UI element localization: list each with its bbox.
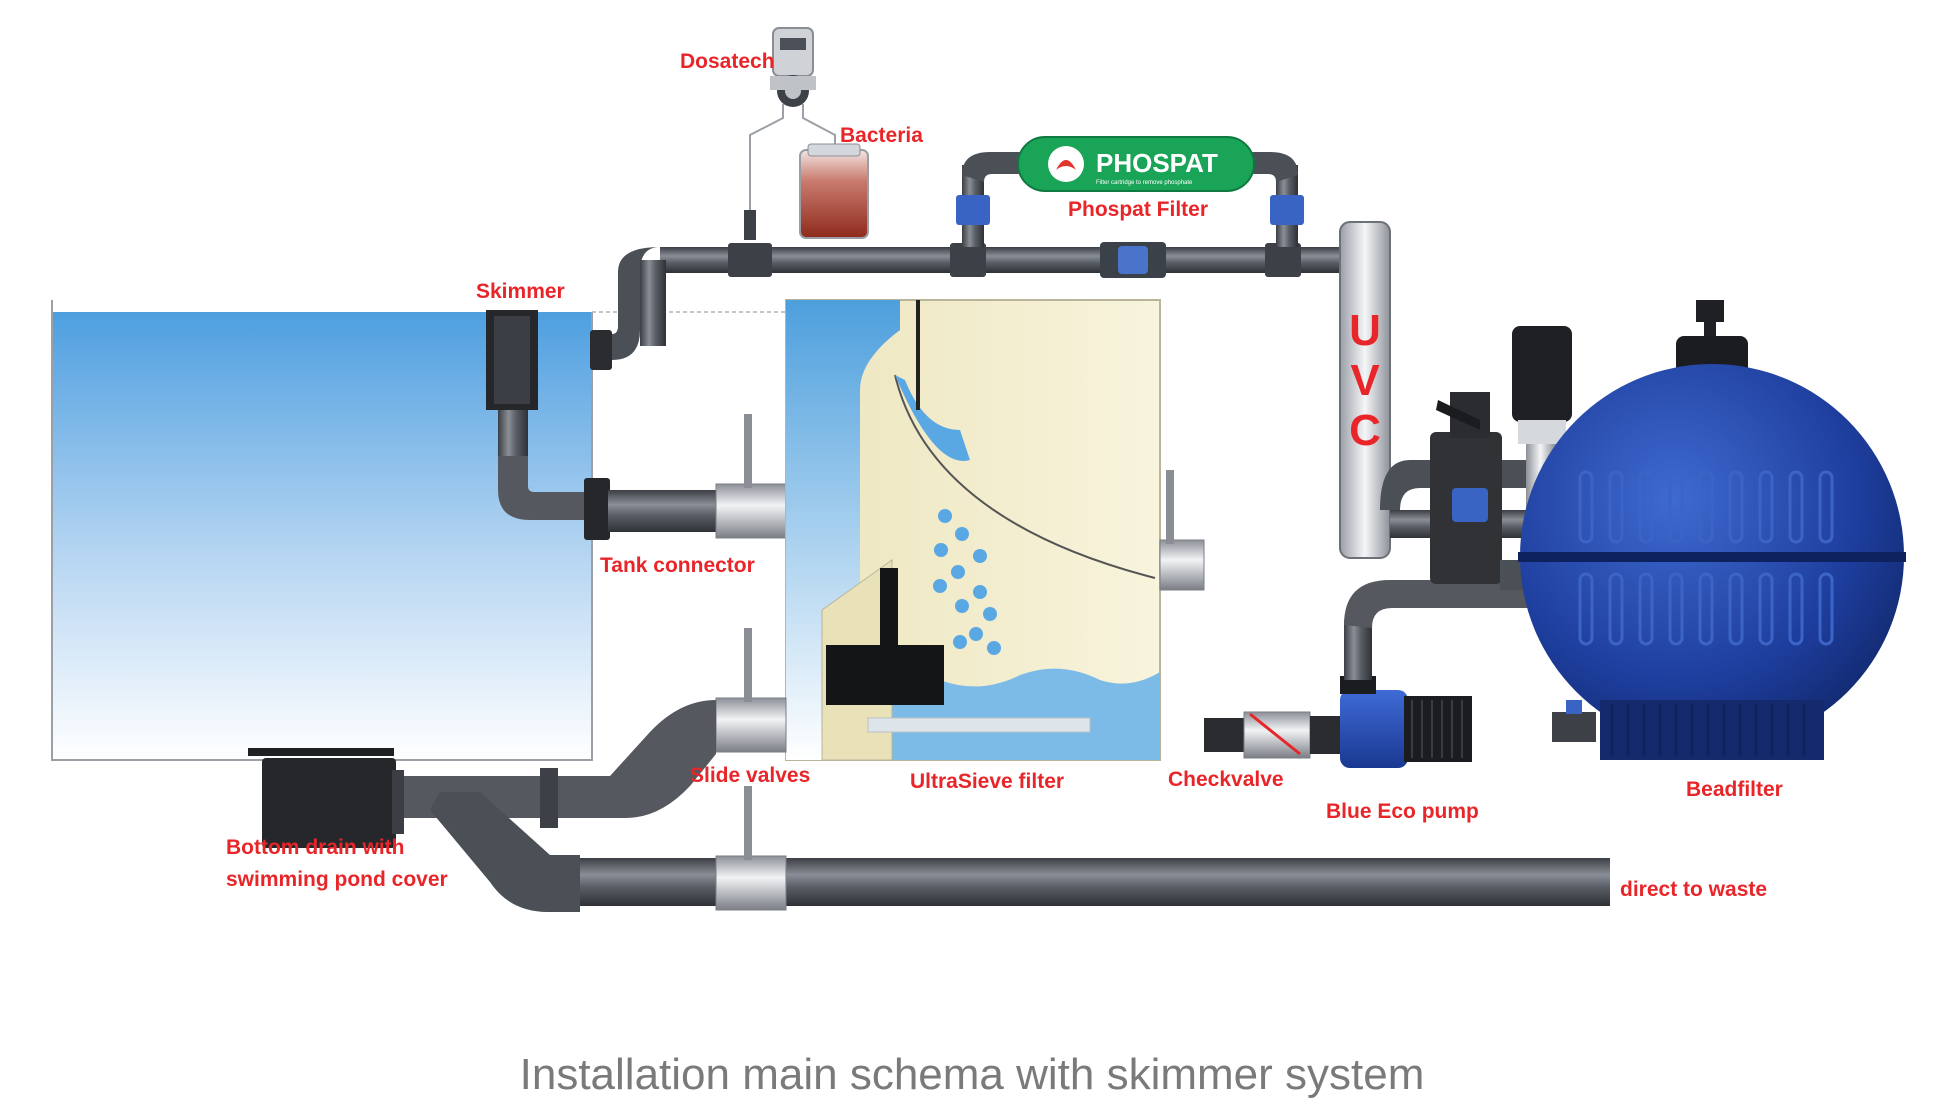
tank-connector-pipe <box>608 414 787 539</box>
water-droplets <box>933 509 1001 655</box>
label-blue-eco-pump: Blue Eco pump <box>1326 800 1479 823</box>
label-direct-to-waste: direct to waste <box>1620 878 1767 901</box>
lotus-logo-icon <box>1056 160 1076 170</box>
label-bottom-drain-line1: Bottom drain with <box>226 836 404 859</box>
return-pipe-line <box>590 152 1340 370</box>
sieve-motor <box>826 645 944 705</box>
label-checkvalve: Checkvalve <box>1168 768 1284 791</box>
tank-connector-flange <box>584 478 610 540</box>
label-bottom-drain-line2: swimming pond cover <box>226 868 448 891</box>
dosatech-unit <box>770 27 816 107</box>
ultrasieve-filter <box>785 299 1161 761</box>
bottom-drain <box>248 748 404 848</box>
uvc-unit: U V C <box>1339 221 1391 559</box>
bottom-drain-pipework <box>396 628 1610 912</box>
blue-eco-pump <box>1340 676 1472 768</box>
dosing-tubes <box>749 104 836 218</box>
label-ultrasieve-filter: UltraSieve filter <box>910 770 1064 793</box>
phospat-filter: PHOSPAT Filter cartridge to remove phosp… <box>1017 136 1255 192</box>
bacteria-container <box>799 143 869 239</box>
uvc-letter-u: U <box>1349 306 1381 355</box>
figure-caption: Installation main schema with skimmer sy… <box>519 1050 1425 1099</box>
label-beadfilter: Beadfilter <box>1686 778 1783 801</box>
label-bacteria: Bacteria <box>840 124 923 147</box>
label-tank-connector: Tank connector <box>600 554 755 577</box>
phospat-tagline-text: Filter cartridge to remove phosphate <box>1096 180 1193 186</box>
label-dosatech: Dosatech <box>680 50 775 73</box>
outlet-slide-valve <box>1159 539 1205 591</box>
label-phospat-filter: Phospat Filter <box>1068 198 1208 221</box>
dosing-injector <box>744 210 756 240</box>
label-skimmer: Skimmer <box>476 280 565 303</box>
uvc-letter-v: V <box>1350 356 1380 405</box>
label-slide-valves: Slide valves <box>690 764 810 787</box>
uvc-letter-c: C <box>1349 406 1381 455</box>
checkvalve <box>1204 711 1340 759</box>
skimmer <box>486 310 610 540</box>
beadfilter <box>1518 300 1906 760</box>
phospat-brand-text: PHOSPAT <box>1096 148 1218 178</box>
